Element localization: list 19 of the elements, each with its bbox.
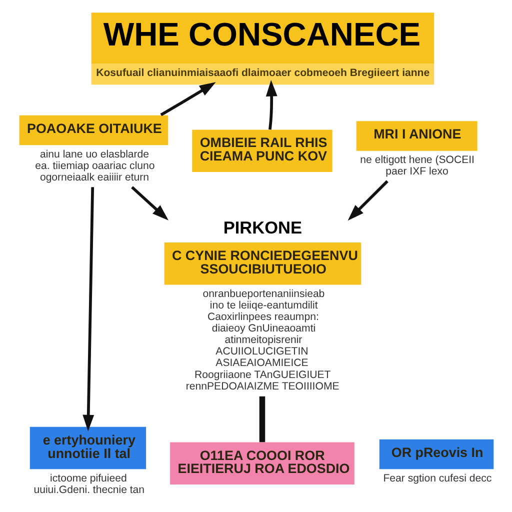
node-box: e ertyhouniery unnotiie Il tal xyxy=(30,426,146,470)
arrow xyxy=(131,186,168,220)
node-label: ainu lane uo elasblarde ea. tiiemiap oaariac cluno ogorneiaalk eaiiiir eturn xyxy=(35,148,155,184)
node-label: onranbueportenaniinsieab ino te leiiqe-eantumdilit Caoxirlinpees reaumpn: diaieoy GnUineaoamti atinmeitopisrenir ACUIIOLUCIGETIN ASIAEAIOAMIEICE Roogriiaone TAnGUEIGIUET rennPEDOAIAIZME TEOIIIIOME xyxy=(186,288,340,392)
node-label: Fear sgtion cufesi decc xyxy=(383,472,492,484)
node-box: C CYNIE RONCIEDEGEENVU SSOUCIBIUTUEOIO xyxy=(164,242,362,285)
arrow xyxy=(82,187,94,432)
arrow xyxy=(160,82,216,116)
node-label: PIRKONE xyxy=(223,217,302,238)
node-box: OMBIEIE RAIL RHIS CIEAMA PUNC KOV xyxy=(192,130,332,172)
connector xyxy=(259,396,266,442)
arrow xyxy=(348,180,388,221)
node-box: POAOAKE OITAIUKE xyxy=(19,115,168,146)
node-box: OR pReovis In xyxy=(379,439,494,470)
node-label: ne eltigott hene (SOCEII paer IXF lexo xyxy=(360,154,475,178)
node-box: O11EA COOOI ROR EIEITIERUJ ROA EDOSDIO xyxy=(170,442,354,485)
arrow xyxy=(266,80,278,130)
node-label: ictoome pifuieed uuiui.Gdeni. thecnie tan xyxy=(34,472,145,496)
node-box: MRI I ANIONE xyxy=(356,121,478,151)
